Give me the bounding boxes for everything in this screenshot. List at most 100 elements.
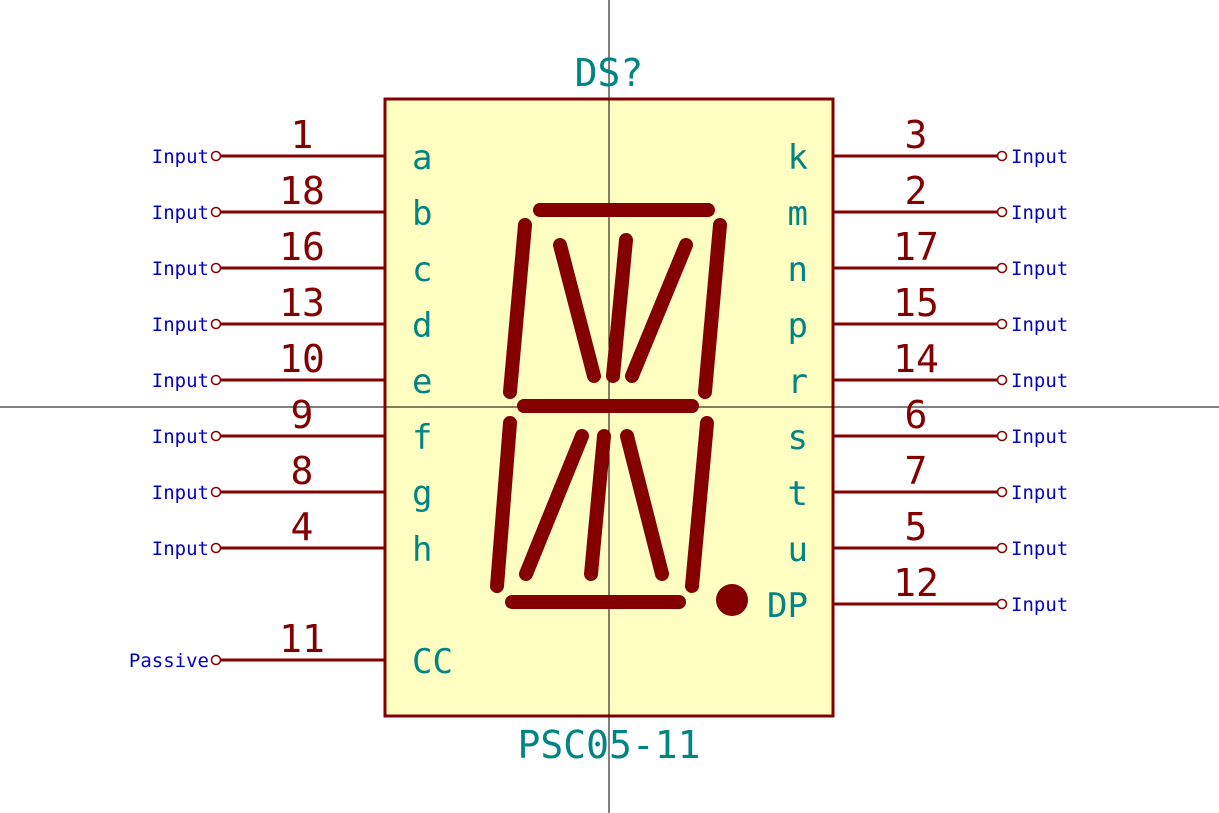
- pin-number: 8: [291, 449, 314, 493]
- segment-lower-diag-right: [620, 429, 669, 581]
- segment-lower-center: [584, 429, 611, 581]
- pin-connection-point[interactable]: [210, 374, 222, 386]
- pin-name: g: [412, 474, 432, 514]
- pin-connection-point[interactable]: [996, 206, 1008, 218]
- pin-name: CC: [412, 642, 453, 682]
- pin-number: 15: [893, 281, 939, 325]
- pin-name: f: [412, 418, 432, 458]
- pin-electrical-type: Input: [1011, 314, 1068, 336]
- pin-a[interactable]: 1 a Input: [152, 113, 433, 178]
- pin-number: 5: [905, 505, 928, 549]
- pin-name: k: [788, 138, 808, 178]
- pin-name: u: [788, 530, 808, 570]
- segment-lower-left: [490, 416, 517, 593]
- pin-u[interactable]: 5 u Input: [788, 505, 1069, 570]
- pin-number: 2: [905, 169, 928, 213]
- pin-number: 4: [291, 505, 314, 549]
- pin-number: 11: [279, 617, 325, 661]
- segment-upper-diag-left: [553, 238, 601, 383]
- pin-electrical-type: Input: [1011, 594, 1068, 616]
- pin-connection-point[interactable]: [210, 150, 222, 162]
- reference-designator[interactable]: DS?: [575, 51, 644, 95]
- pin-number: 17: [893, 225, 939, 269]
- pin-connection-point[interactable]: [210, 318, 222, 330]
- pin-connection-point[interactable]: [996, 262, 1008, 274]
- pin-name: t: [788, 474, 808, 514]
- pin-electrical-type: Input: [152, 370, 209, 392]
- segment-lower-diag-left: [519, 429, 589, 581]
- segment-upper-diag-right: [625, 238, 693, 383]
- pin-number: 3: [905, 113, 928, 157]
- pin-connection-point[interactable]: [210, 486, 222, 498]
- segment-upper-right: [698, 218, 727, 399]
- pin-number: 1: [291, 113, 314, 157]
- pin-p[interactable]: 15 p Input: [788, 281, 1069, 346]
- pin-number: 12: [893, 561, 939, 605]
- pin-number: 6: [905, 393, 928, 437]
- pin-connection-point[interactable]: [210, 430, 222, 442]
- pin-connection-point[interactable]: [210, 542, 222, 554]
- segment-upper-left: [503, 218, 532, 399]
- fourteen-segment-display-graphic: [490, 203, 727, 609]
- pin-name: p: [788, 306, 808, 346]
- pin-name: a: [412, 138, 432, 178]
- pin-h[interactable]: 4 h Input: [152, 505, 433, 570]
- pin-electrical-type: Input: [152, 538, 209, 560]
- pin-f[interactable]: 9 f Input: [152, 393, 433, 458]
- pin-name: s: [788, 418, 808, 458]
- pin-s[interactable]: 6 s Input: [788, 393, 1069, 458]
- pin-connection-point[interactable]: [996, 374, 1008, 386]
- decimal-point-dot: [716, 584, 748, 616]
- pin-number: 9: [291, 393, 314, 437]
- pin-name: c: [412, 250, 432, 290]
- pin-connection-point[interactable]: [210, 206, 222, 218]
- pin-m[interactable]: 2 m Input: [788, 169, 1069, 234]
- pin-name: m: [788, 194, 808, 234]
- pin-electrical-type: Input: [152, 314, 209, 336]
- pin-number: 13: [279, 281, 325, 325]
- pin-name: n: [788, 250, 808, 290]
- pin-name: r: [788, 362, 808, 402]
- segment-upper-center: [606, 233, 633, 383]
- pin-electrical-type: Input: [152, 146, 209, 168]
- pin-k[interactable]: 3 k Input: [788, 113, 1069, 178]
- pin-electrical-type: Input: [152, 482, 209, 504]
- pin-electrical-type: Passive: [129, 650, 209, 672]
- pin-electrical-type: Input: [1011, 258, 1068, 280]
- pin-connection-point[interactable]: [210, 262, 222, 274]
- pin-name: DP: [767, 586, 808, 626]
- pin-connection-point[interactable]: [996, 542, 1008, 554]
- pin-connection-point[interactable]: [996, 318, 1008, 330]
- pin-electrical-type: Input: [152, 202, 209, 224]
- pin-connection-point[interactable]: [996, 486, 1008, 498]
- component-value[interactable]: PSC05-11: [517, 723, 700, 767]
- pin-c[interactable]: 16 c Input: [152, 225, 433, 290]
- pin-connection-point[interactable]: [996, 150, 1008, 162]
- pin-electrical-type: Input: [152, 258, 209, 280]
- pin-number: 16: [279, 225, 325, 269]
- pin-e[interactable]: 10 e Input: [152, 337, 433, 402]
- pin-electrical-type: Input: [152, 426, 209, 448]
- segment-lower-right: [685, 416, 714, 593]
- pin-electrical-type: Input: [1011, 538, 1068, 560]
- pin-connection-point[interactable]: [996, 430, 1008, 442]
- pin-name: e: [412, 362, 432, 402]
- pin-n[interactable]: 17 n Input: [788, 225, 1069, 290]
- pin-number: 10: [279, 337, 325, 381]
- pin-connection-point[interactable]: [210, 654, 222, 666]
- pin-electrical-type: Input: [1011, 482, 1068, 504]
- pin-electrical-type: Input: [1011, 146, 1068, 168]
- pin-electrical-type: Input: [1011, 202, 1068, 224]
- pin-electrical-type: Input: [1011, 426, 1068, 448]
- pin-number: 18: [279, 169, 325, 213]
- pin-name: h: [412, 530, 432, 570]
- pin-connection-point[interactable]: [996, 598, 1008, 610]
- pin-g[interactable]: 8 g Input: [152, 449, 433, 514]
